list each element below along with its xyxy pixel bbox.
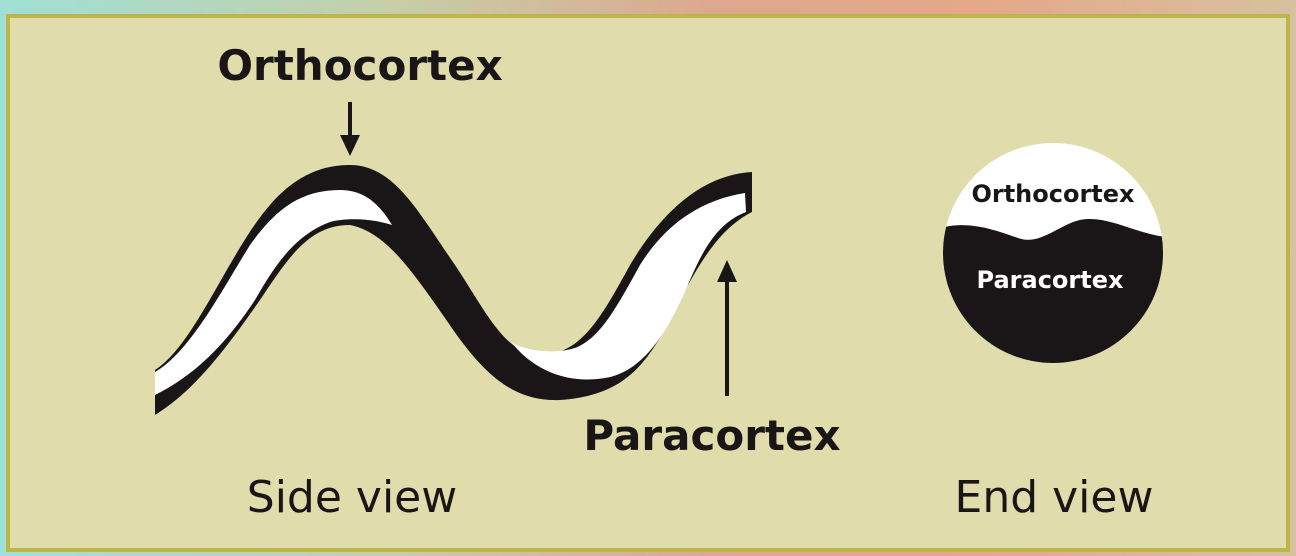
orthocortex-arrow xyxy=(340,102,360,156)
end-view-paracortex-region xyxy=(943,219,1163,363)
fibre-orthocortex-band-lower xyxy=(512,193,746,380)
side-orthocortex-label: Orthocortex xyxy=(217,41,502,90)
side-view-fibre xyxy=(155,165,752,415)
end-paracortex-label: Paracortex xyxy=(977,266,1124,294)
side-paracortex-label: Paracortex xyxy=(583,411,840,460)
side-view-caption: Side view xyxy=(247,472,457,523)
fibre-orthocortex-band xyxy=(155,190,392,395)
end-view-caption: End view xyxy=(955,472,1154,523)
paracortex-arrow xyxy=(717,260,737,396)
end-orthocortex-label: Orthocortex xyxy=(971,180,1135,208)
end-view-cross-section xyxy=(943,143,1163,363)
